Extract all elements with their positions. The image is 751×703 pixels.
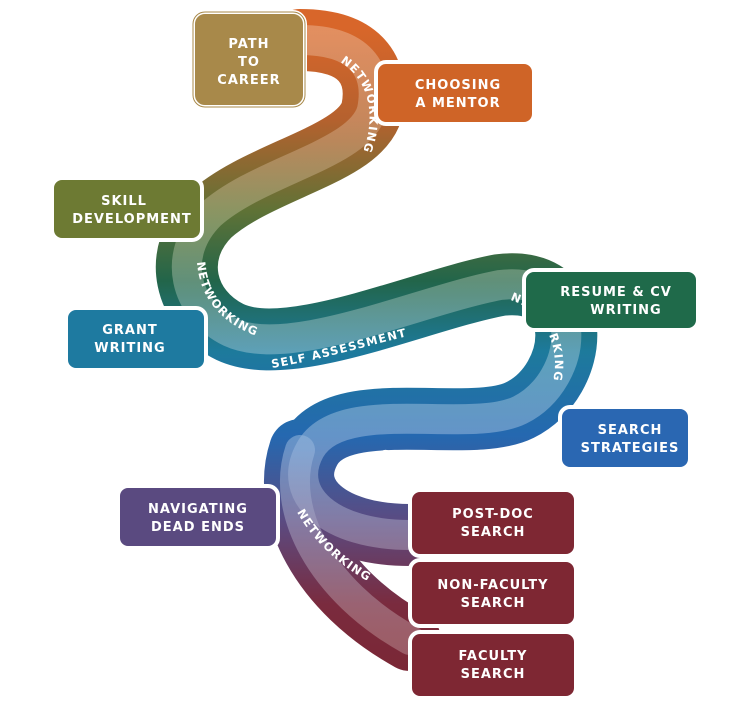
box-path-to-career: PATH TO CAREER xyxy=(191,10,307,109)
box-search-strategies-line2: STRATEGIES xyxy=(581,441,680,456)
path-label-goal-setting: GOAL SETTING xyxy=(380,447,489,465)
box-skill-development: SKILL DEVELOPMENT xyxy=(50,176,204,242)
box-non-faculty-search-line2: SEARCH xyxy=(461,596,526,611)
box-skill-development-line2: DEVELOPMENT xyxy=(72,212,192,227)
box-post-doc-search-line2: SEARCH xyxy=(461,525,526,540)
box-resume-cv-writing-line2: WRITING xyxy=(590,303,661,318)
box-grant-writing-line1: GRANT xyxy=(102,323,158,338)
box-non-faculty-search: NON-FACULTY SEARCH xyxy=(408,558,578,628)
box-choosing-a-mentor: CHOOSING A MENTOR xyxy=(374,60,536,126)
box-choosing-a-mentor-line2: A MENTOR xyxy=(415,96,500,111)
box-non-faculty-search-line1: NON-FACULTY xyxy=(437,578,548,593)
box-navigating-dead-ends-line1: NAVIGATING xyxy=(148,502,248,517)
box-faculty-search-line1: FACULTY xyxy=(459,649,528,664)
box-resume-cv-writing: RESUME & CV WRITING xyxy=(522,268,700,332)
box-post-doc-search-line1: POST-DOC xyxy=(452,507,534,522)
box-skill-development-line1: SKILL xyxy=(101,194,147,209)
box-resume-cv-writing-line1: RESUME & CV xyxy=(560,285,672,300)
box-post-doc-search: POST-DOC SEARCH xyxy=(408,488,578,558)
box-path-to-career-line2: TO xyxy=(238,55,260,70)
box-path-to-career-line3: CAREER xyxy=(217,73,280,88)
box-search-strategies: SEARCH STRATEGIES xyxy=(558,405,692,471)
box-choosing-a-mentor-line1: CHOOSING xyxy=(415,78,501,93)
box-path-to-career-line1: PATH xyxy=(228,37,269,52)
box-faculty-search: FACULTY SEARCH xyxy=(408,630,578,700)
box-grant-writing: GRANT WRITING xyxy=(64,306,208,372)
box-navigating-dead-ends-line2: DEAD ENDS xyxy=(151,520,245,535)
box-search-strategies-line1: SEARCH xyxy=(598,423,663,438)
box-navigating-dead-ends: NAVIGATING DEAD ENDS xyxy=(116,484,280,550)
box-faculty-search-line2: SEARCH xyxy=(461,667,526,682)
box-grant-writing-line2: WRITING xyxy=(94,341,165,356)
